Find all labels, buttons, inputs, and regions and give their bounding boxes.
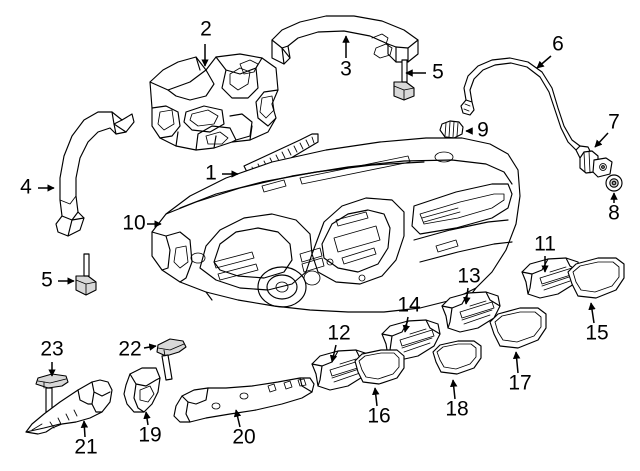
callout-number-12[interactable]: 12 xyxy=(327,322,350,345)
callout-number-6[interactable]: 6 xyxy=(552,33,564,56)
part-vent-bezel-center-right[interactable] xyxy=(489,307,547,349)
callout-number-15[interactable]: 15 xyxy=(585,322,608,345)
callout-number-9[interactable]: 9 xyxy=(477,119,489,142)
part-speaker-grille-a[interactable] xyxy=(439,120,464,139)
callout-number-2[interactable]: 2 xyxy=(200,18,212,41)
part-vent-bezel-left-lower[interactable] xyxy=(354,349,405,385)
callout-number-23[interactable]: 23 xyxy=(40,338,63,361)
callout-number-3[interactable]: 3 xyxy=(340,58,352,81)
part-panel-retainer-clip-a[interactable] xyxy=(156,338,187,381)
callout-number-8[interactable]: 8 xyxy=(608,202,620,225)
callout-number-20[interactable]: 20 xyxy=(232,426,255,449)
part-center-console-side-panel[interactable] xyxy=(123,367,161,413)
part-heater-distribution-housing[interactable] xyxy=(149,53,279,151)
part-instrument-panel-assembly[interactable] xyxy=(151,137,521,313)
callout-number-16[interactable]: 16 xyxy=(367,405,390,428)
callout-number-17[interactable]: 17 xyxy=(508,372,531,395)
callout-number-5-lower[interactable]: 5 xyxy=(41,269,53,292)
callout-number-13[interactable]: 13 xyxy=(457,265,480,288)
callout-number-10[interactable]: 10 xyxy=(122,212,145,235)
part-side-defroster-duct-left[interactable] xyxy=(55,111,135,237)
part-instrument-panel-trim-left[interactable] xyxy=(25,379,113,435)
callout-number-14[interactable]: 14 xyxy=(397,294,421,317)
callout-number-1[interactable]: 1 xyxy=(205,162,217,185)
callout-number-21[interactable]: 21 xyxy=(74,436,97,459)
callout-number-18[interactable]: 18 xyxy=(445,398,468,421)
part-panel-retainer-clip-b[interactable] xyxy=(35,373,69,413)
part-grommet-seal[interactable] xyxy=(605,174,623,192)
part-hose-bracket[interactable] xyxy=(579,150,613,178)
callout-number-4[interactable]: 4 xyxy=(20,176,32,199)
callout-number-19[interactable]: 19 xyxy=(138,424,161,447)
part-vent-bezel-center-left[interactable] xyxy=(432,340,482,375)
callout-number-11[interactable]: 11 xyxy=(534,233,556,256)
part-instrument-panel-trim-lower[interactable] xyxy=(173,377,315,423)
callout-leaders xyxy=(38,35,618,438)
part-duct-retainer-clip-b[interactable] xyxy=(75,253,97,296)
callout-number-5-upper[interactable]: 5 xyxy=(432,61,444,84)
part-vent-bezel-right[interactable] xyxy=(567,257,625,299)
callout-number-22[interactable]: 22 xyxy=(118,338,141,361)
callout-numbers: 1 2 3 4 5 5 6 7 8 9 10 11 12 13 14 15 16… xyxy=(20,18,620,459)
callout-number-7[interactable]: 7 xyxy=(608,111,620,134)
